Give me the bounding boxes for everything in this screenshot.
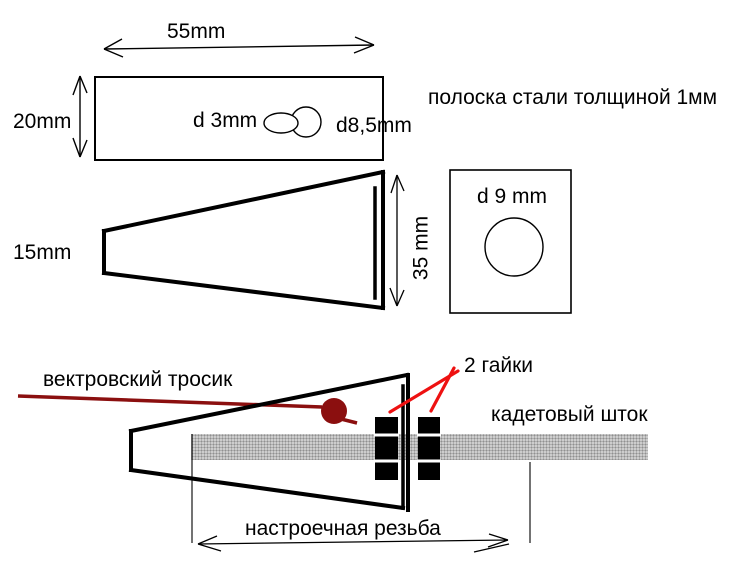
dim-35mm-label: 35 mm: [409, 215, 433, 281]
hole-plate-outline: [449, 169, 572, 314]
thread-label: настроечная резьба: [245, 517, 441, 540]
cone-outline: [101, 169, 386, 311]
cable-ball: [321, 398, 347, 424]
dimension-arrow-35mm: [389, 174, 405, 307]
nut-blocks: [374, 417, 441, 480]
dim-55mm-label: 55mm: [167, 20, 226, 43]
dimension-arrow-thread: [197, 533, 510, 553]
hole-d3mm-label: d 3mm: [193, 109, 258, 132]
assembly-cone-outline: [128, 372, 410, 512]
hole-9mm-circle: [484, 217, 544, 277]
dim-15mm-label: 15mm: [13, 241, 72, 264]
strip-plate-outline: [94, 76, 384, 161]
dimension-arrow-55mm: [103, 36, 375, 58]
dim-20mm-label: 20mm: [13, 110, 72, 133]
hole-d85mm-label: d8,5mm: [336, 114, 412, 137]
material-note: полоска стали толщиной 1мм: [428, 86, 718, 109]
cable-label: вектровский тросик: [43, 368, 233, 391]
rod-label: кадетовый шток: [491, 403, 648, 426]
nut-pointer-lines: [388, 366, 460, 414]
dimension-arrow-20mm: [72, 75, 88, 158]
thread-extension-lines: [191, 434, 531, 543]
hole-d9mm-label: d 9 mm: [477, 185, 548, 208]
nuts-label: 2 гайки: [464, 354, 534, 377]
keyhole-slot: [263, 106, 322, 138]
